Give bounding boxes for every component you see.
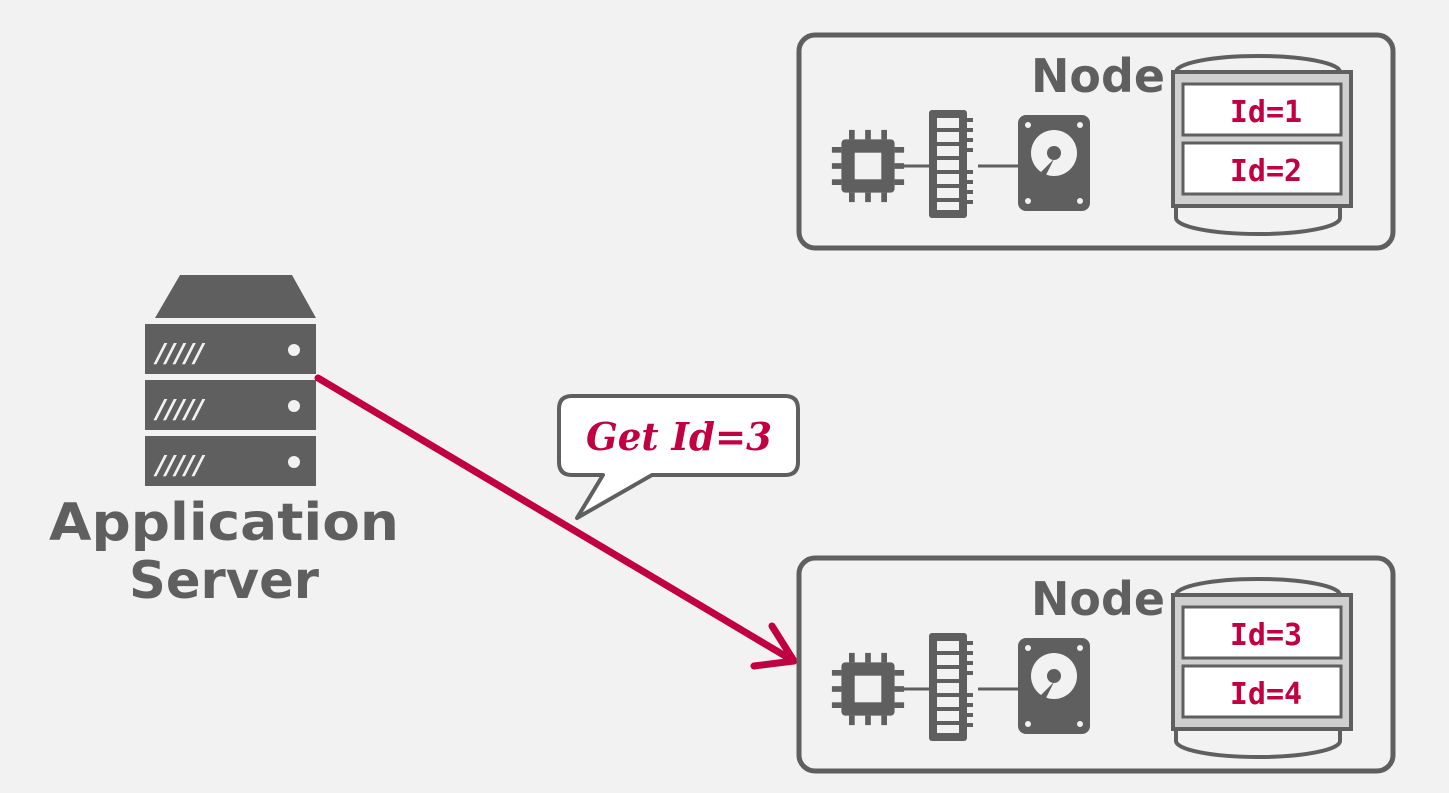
rack-marks-2: ///// — [153, 395, 206, 425]
request-label: Get Id=3 — [586, 414, 772, 459]
node-2: Node Id=3 Id=4 — [796, 555, 1396, 774]
rack-marks-1: ///// — [153, 339, 206, 369]
ram-icon — [929, 633, 973, 741]
record-cell — [1181, 82, 1343, 137]
record-label: Id=3 — [1230, 618, 1302, 653]
record-cell — [1181, 141, 1343, 196]
server-label-line1: Application — [49, 493, 399, 553]
record-cell — [1181, 605, 1343, 660]
hard-disk-icon — [1018, 115, 1090, 211]
record-cell — [1181, 664, 1343, 719]
node-2-database: Id=3 Id=4 — [1171, 577, 1353, 759]
server-label-line2: Server — [129, 551, 319, 611]
rack-marks-3: ///// — [153, 451, 206, 481]
server-rack-icon: ///// ///// ///// — [145, 275, 316, 486]
application-server: ///// ///// ///// Application Server — [49, 275, 399, 611]
cpu-icon — [831, 652, 905, 726]
ram-icon — [929, 110, 973, 218]
node-1: Node Id=1 Id=2 — [796, 32, 1396, 251]
hard-disk-icon — [1018, 638, 1090, 734]
record-label: Id=2 — [1230, 154, 1302, 189]
request-arrow — [314, 374, 798, 670]
node-2-label: Node — [1031, 572, 1165, 626]
request-bubble: Get Id=3 — [557, 394, 800, 520]
record-label: Id=1 — [1230, 95, 1302, 130]
record-label: Id=4 — [1230, 677, 1302, 712]
cpu-icon — [831, 129, 905, 203]
node-1-label: Node — [1031, 49, 1165, 103]
node-1-database: Id=1 Id=2 — [1171, 54, 1353, 236]
